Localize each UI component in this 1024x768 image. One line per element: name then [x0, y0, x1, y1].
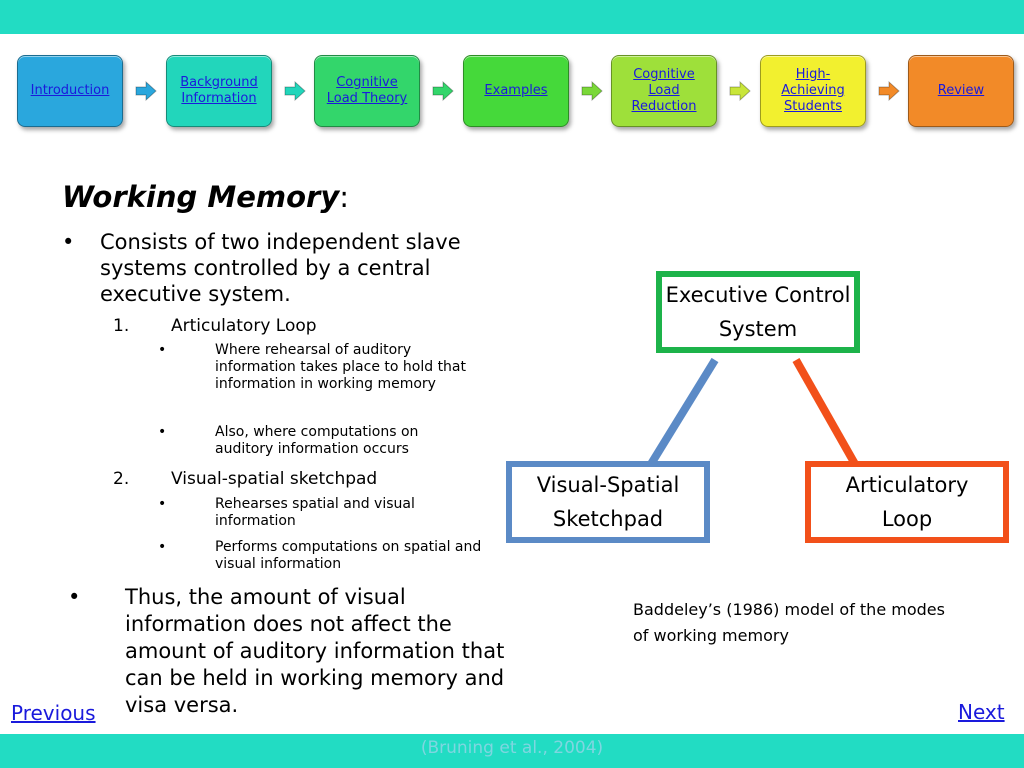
bullet-slave-systems: Consists of two independent slave system…: [100, 230, 461, 306]
bullet-marker: •: [158, 424, 167, 440]
sub-bullet-rehearses: Rehearses spatial and visual information: [215, 496, 415, 529]
nav-label: High-Achieving Students: [781, 67, 845, 114]
bullet-marker: •: [68, 585, 81, 609]
nav-high-achieving-button[interactable]: High-Achieving Students: [760, 55, 866, 127]
bullet-marker: •: [158, 496, 167, 512]
nav-review-button[interactable]: Review: [908, 55, 1014, 127]
arrow-right-icon: [284, 80, 306, 102]
citation: (Bruning et al., 2004): [420, 738, 604, 758]
arrow-right-icon: [878, 80, 900, 102]
title-text: Working Memory: [62, 180, 340, 214]
bottom-banner: [0, 734, 1024, 768]
arrow-right-icon: [581, 80, 603, 102]
connector-line: [792, 358, 859, 466]
item-number: 2.: [113, 469, 130, 489]
executive-control-box: Executive Control System: [656, 271, 860, 353]
item-number: 1.: [113, 316, 130, 336]
bullet-marker: •: [158, 539, 167, 555]
nav-label: Background Information: [180, 75, 258, 106]
top-banner: [0, 0, 1024, 34]
previous-link[interactable]: Previous: [11, 701, 96, 725]
sub-bullet-performs: Performs computations on spatial and vis…: [215, 539, 482, 572]
item-visual-spatial: Visual-spatial sketchpad: [171, 469, 378, 489]
nav-cognitive-load-theory-button[interactable]: Cognitive Load Theory: [314, 55, 420, 127]
slide-title: Working Memory:: [62, 180, 349, 214]
bullet-marker: •: [158, 342, 167, 358]
nav-introduction-button[interactable]: Introduction: [17, 55, 123, 127]
bullet-marker: •: [62, 230, 75, 254]
visual-spatial-box: Visual-Spatial Sketchpad: [506, 461, 710, 543]
nav-label: Cognitive Load Reduction: [631, 67, 697, 114]
title-colon: :: [339, 180, 350, 214]
nav-label: Examples: [484, 83, 548, 98]
arrow-right-icon: [135, 80, 157, 102]
next-link[interactable]: Next: [958, 700, 1005, 724]
nav-label: Introduction: [30, 83, 110, 98]
bullet-conclusion: Thus, the amount of visual information d…: [125, 585, 505, 717]
nav-cognitive-load-reduction-button[interactable]: Cognitive Load Reduction: [611, 55, 717, 127]
sub-bullet-computations: Also, where computations on auditory inf…: [215, 424, 419, 457]
nav-label: Review: [937, 83, 985, 98]
section-nav: Introduction Background Information Cogn…: [0, 0, 1024, 140]
sub-bullet-rehearsal: Where rehearsal of auditory information …: [215, 342, 467, 392]
nav-examples-button[interactable]: Examples: [463, 55, 569, 127]
nav-background-button[interactable]: Background Information: [166, 55, 272, 127]
diagram-caption: Baddeley’s (1986) model of the modes of …: [633, 600, 945, 645]
item-articulatory-loop: Articulatory Loop: [171, 316, 317, 336]
arrow-right-icon: [729, 80, 751, 102]
connector-line: [647, 357, 719, 467]
nav-label: Cognitive Load Theory: [326, 75, 408, 106]
visual-spatial-label: Visual-Spatial Sketchpad: [536, 473, 680, 531]
articulatory-loop-box: Articulatory Loop: [805, 461, 1009, 543]
executive-control-label: Executive Control System: [665, 283, 851, 341]
arrow-right-icon: [432, 80, 454, 102]
articulatory-loop-label: Articulatory Loop: [845, 473, 969, 531]
